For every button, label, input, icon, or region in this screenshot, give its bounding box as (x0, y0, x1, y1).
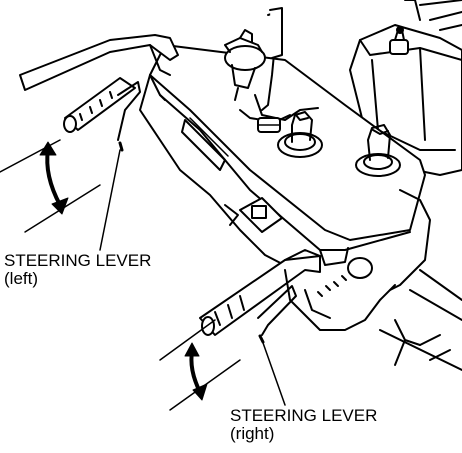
joystick-right (355, 124, 401, 177)
console-switch (224, 197, 283, 233)
joystick-center (277, 111, 323, 158)
motion-guides (0, 139, 241, 411)
right-motion-arrow (184, 342, 208, 401)
right-handle (199, 249, 321, 336)
callout-right-title: STEERING LEVER (230, 406, 378, 425)
callout-left-side: (left) (4, 269, 38, 288)
callout-steering-lever-left: STEERING LEVER (left) (4, 252, 151, 288)
left-motion-arrow (39, 141, 69, 215)
left-handle (19, 34, 179, 133)
callout-left-title: STEERING LEVER (4, 251, 152, 270)
callout-steering-lever-right: STEERING LEVER (right) (230, 407, 377, 443)
callout-right-side: (right) (230, 424, 275, 443)
shift-lever (239, 7, 319, 133)
lower-housing (284, 189, 462, 371)
left-steering-lever (117, 81, 141, 152)
pitch-knob (224, 29, 266, 101)
leader-lines (99, 149, 286, 406)
